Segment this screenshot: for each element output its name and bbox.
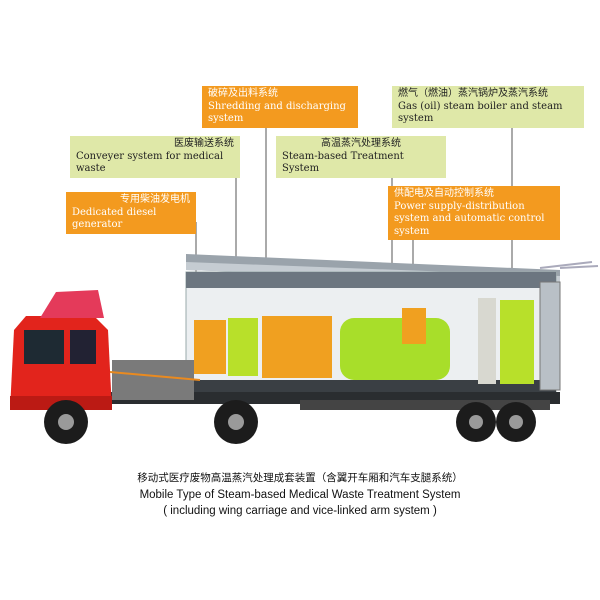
label-boiler-zh: 燃气（燃油）蒸汽锅炉及蒸汽系统 [398, 88, 548, 99]
boiler-unit [500, 300, 534, 384]
cab-window [24, 330, 64, 364]
label-boiler: 燃气（燃油）蒸汽锅炉及蒸汽系统 Gas (oil) steam boiler a… [392, 86, 584, 128]
label-diesel: 专用柴油发电机 Dedicated diesel generator [66, 192, 196, 234]
control-box [402, 308, 426, 344]
label-steam-treatment-en: Steam-based Treatment System [282, 150, 404, 175]
label-conveyer-en: Conveyer system for medical waste [76, 150, 224, 175]
label-shredding-en: Shredding and discharging system [208, 100, 346, 125]
shredder-unit [262, 316, 332, 378]
label-boiler-en: Gas (oil) steam boiler and steam system [398, 100, 563, 125]
label-diesel-en: Dedicated diesel generator [72, 206, 157, 231]
conveyer-unit [228, 318, 258, 376]
cab-spoiler [40, 290, 104, 318]
label-shredding: 破碎及出料系统 Shredding and discharging system [202, 86, 358, 128]
label-steam-treatment: 高温蒸汽处理系统 Steam-based Treatment System [276, 136, 446, 178]
steam-tank [340, 318, 450, 380]
label-power: 供配电及自动控制系统 Power supply-distribution sys… [388, 186, 560, 240]
label-power-zh: 供配电及自动控制系统 [394, 188, 494, 199]
label-steam-treatment-zh: 高温蒸汽处理系统 [321, 138, 401, 149]
caption-en-title: Mobile Type of Steam-based Medical Waste… [139, 489, 461, 501]
rear-door [539, 281, 561, 391]
boiler-column [478, 298, 496, 384]
caption-zh: 移动式医疗废物高温蒸汽处理成套装置（含翼开车厢和汽车支腿系统） [137, 472, 463, 484]
caption: 移动式医疗废物高温蒸汽处理成套装置（含翼开车厢和汽车支腿系统） Mobile T… [0, 470, 600, 517]
caption-en-subtitle: ( including wing carriage and vice-linke… [163, 505, 437, 517]
label-shredding-zh: 破碎及出料系统 [208, 88, 278, 99]
label-conveyer: 医废输送系统 Conveyer system for medical waste [70, 136, 240, 178]
label-diesel-zh: 专用柴油发电机 [120, 194, 190, 205]
label-power-en: Power supply-distribution system and aut… [394, 200, 545, 237]
label-conveyer-zh: 医废输送系统 [174, 138, 234, 149]
diesel-generator [194, 320, 226, 374]
